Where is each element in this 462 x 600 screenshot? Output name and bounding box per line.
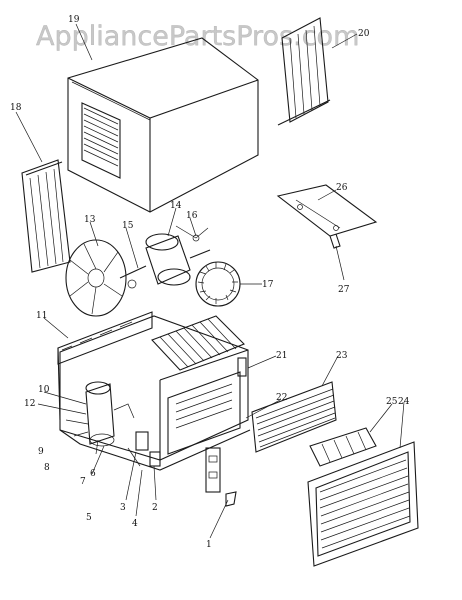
fan-motor — [119, 225, 211, 289]
callout-5: 5 — [86, 513, 92, 523]
front-grille — [307, 441, 419, 567]
callout-23: 23 — [336, 351, 348, 361]
control-housing — [167, 357, 247, 455]
callout-labels: 1234567891011121314151617181920212223242… — [10, 15, 410, 550]
mounting-bracket — [276, 184, 378, 249]
callout-25: 25 — [386, 397, 398, 407]
leader-lines — [15, 23, 405, 539]
callout-27: 27 — [338, 285, 350, 295]
evaporator-coil — [151, 315, 245, 371]
callout-21: 21 — [276, 351, 287, 361]
callout-10: 10 — [38, 385, 50, 395]
callout-24: 24 — [398, 397, 410, 407]
callout-11: 11 — [36, 311, 47, 321]
callout-12: 12 — [24, 399, 35, 409]
callout-8: 8 — [44, 463, 50, 473]
callout-4: 4 — [132, 519, 138, 529]
blower-wheel — [195, 261, 241, 307]
callout-16: 16 — [186, 211, 198, 221]
callout-26: 26 — [336, 183, 348, 193]
left-side-panel — [21, 159, 71, 273]
condenser-fan-blade — [65, 239, 127, 317]
control-plate — [205, 447, 237, 507]
callout-20: 20 — [358, 29, 370, 39]
condenser-coil — [57, 311, 153, 421]
callout-14: 14 — [170, 201, 182, 211]
watermark-text: AppliancePartsPros.com — [36, 21, 359, 52]
right-side-panel — [277, 17, 331, 126]
callout-2: 2 — [152, 503, 158, 513]
callout-13: 13 — [84, 215, 96, 225]
callout-7: 7 — [80, 477, 86, 487]
louver-insert — [309, 427, 377, 467]
callout-15: 15 — [122, 221, 134, 231]
callout-19: 19 — [68, 15, 80, 25]
callout-3: 3 — [120, 503, 126, 513]
air-filter — [251, 381, 337, 453]
cabinet-wrapper — [67, 37, 259, 213]
base-chassis — [59, 315, 251, 471]
callout-18: 18 — [10, 103, 22, 113]
callout-6: 6 — [90, 469, 96, 479]
callout-17: 17 — [262, 280, 274, 290]
callout-1: 1 — [206, 540, 212, 550]
callout-9: 9 — [38, 447, 44, 457]
capacitor-and-relays — [127, 431, 161, 467]
callout-22: 22 — [276, 393, 287, 403]
compressor — [85, 381, 135, 447]
cabinet-louvers — [81, 102, 121, 179]
